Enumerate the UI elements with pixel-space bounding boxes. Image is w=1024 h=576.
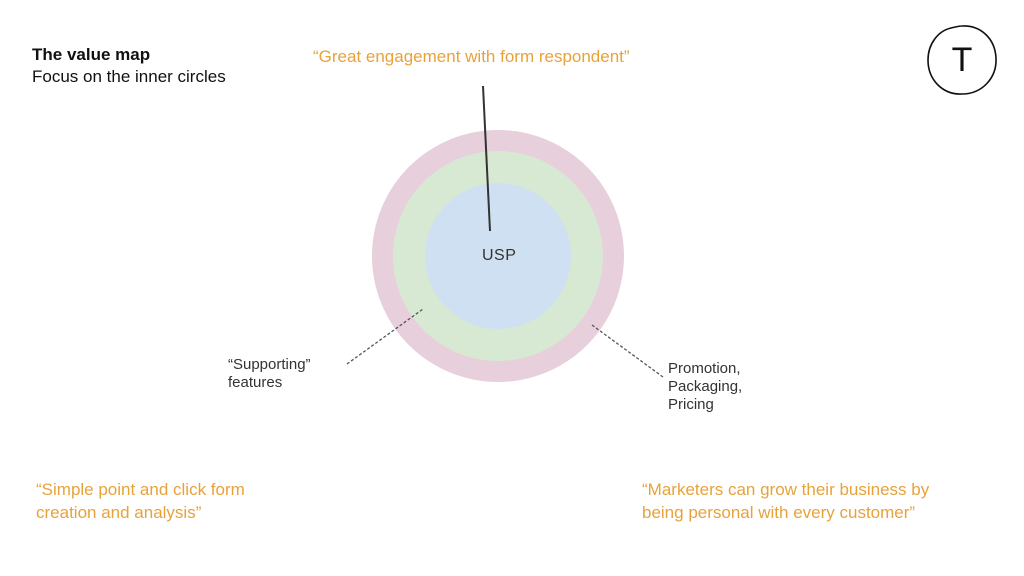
usp-label: USP [482,247,517,264]
outer-ring-label: Promotion, Packaging, Pricing [668,360,742,414]
supporting-label-line-2: features [228,374,283,391]
quote-outer-line-2: being personal with every customer” [642,503,916,522]
quote-usp: “Great engagement with form respondent” [313,47,630,66]
quote-supporting: “Simple point and click form creation an… [36,478,336,524]
inner-circle [425,183,571,329]
quote-outer-line-1: “Marketers can grow their business by [642,480,930,499]
quote-supporting-line-2: creation and analysis” [36,503,202,522]
outer-label-line-2: Packaging, [668,378,743,395]
outer-label-line-3: Pricing [668,396,714,413]
outer-connector-line [591,324,664,378]
outer-label-line-1: Promotion, [668,360,741,377]
logo-circle-icon [927,25,997,95]
logo-ring [927,25,997,95]
supporting-label-line-1: “Supporting” [228,356,311,373]
page-subtitle: Focus on the inner circles [32,67,226,86]
title-block: The value map Focus on the inner circles [32,44,226,88]
supporting-features-label: “Supporting” features [228,356,311,392]
supporting-connector-line [346,308,424,365]
page-title: The value map [32,45,151,64]
logo-letter: T [951,40,973,79]
quote-supporting-line-1: “Simple point and click form [36,480,245,499]
usp-connector-line [482,85,491,232]
quote-outer: “Marketers can grow their business by be… [642,478,1002,524]
